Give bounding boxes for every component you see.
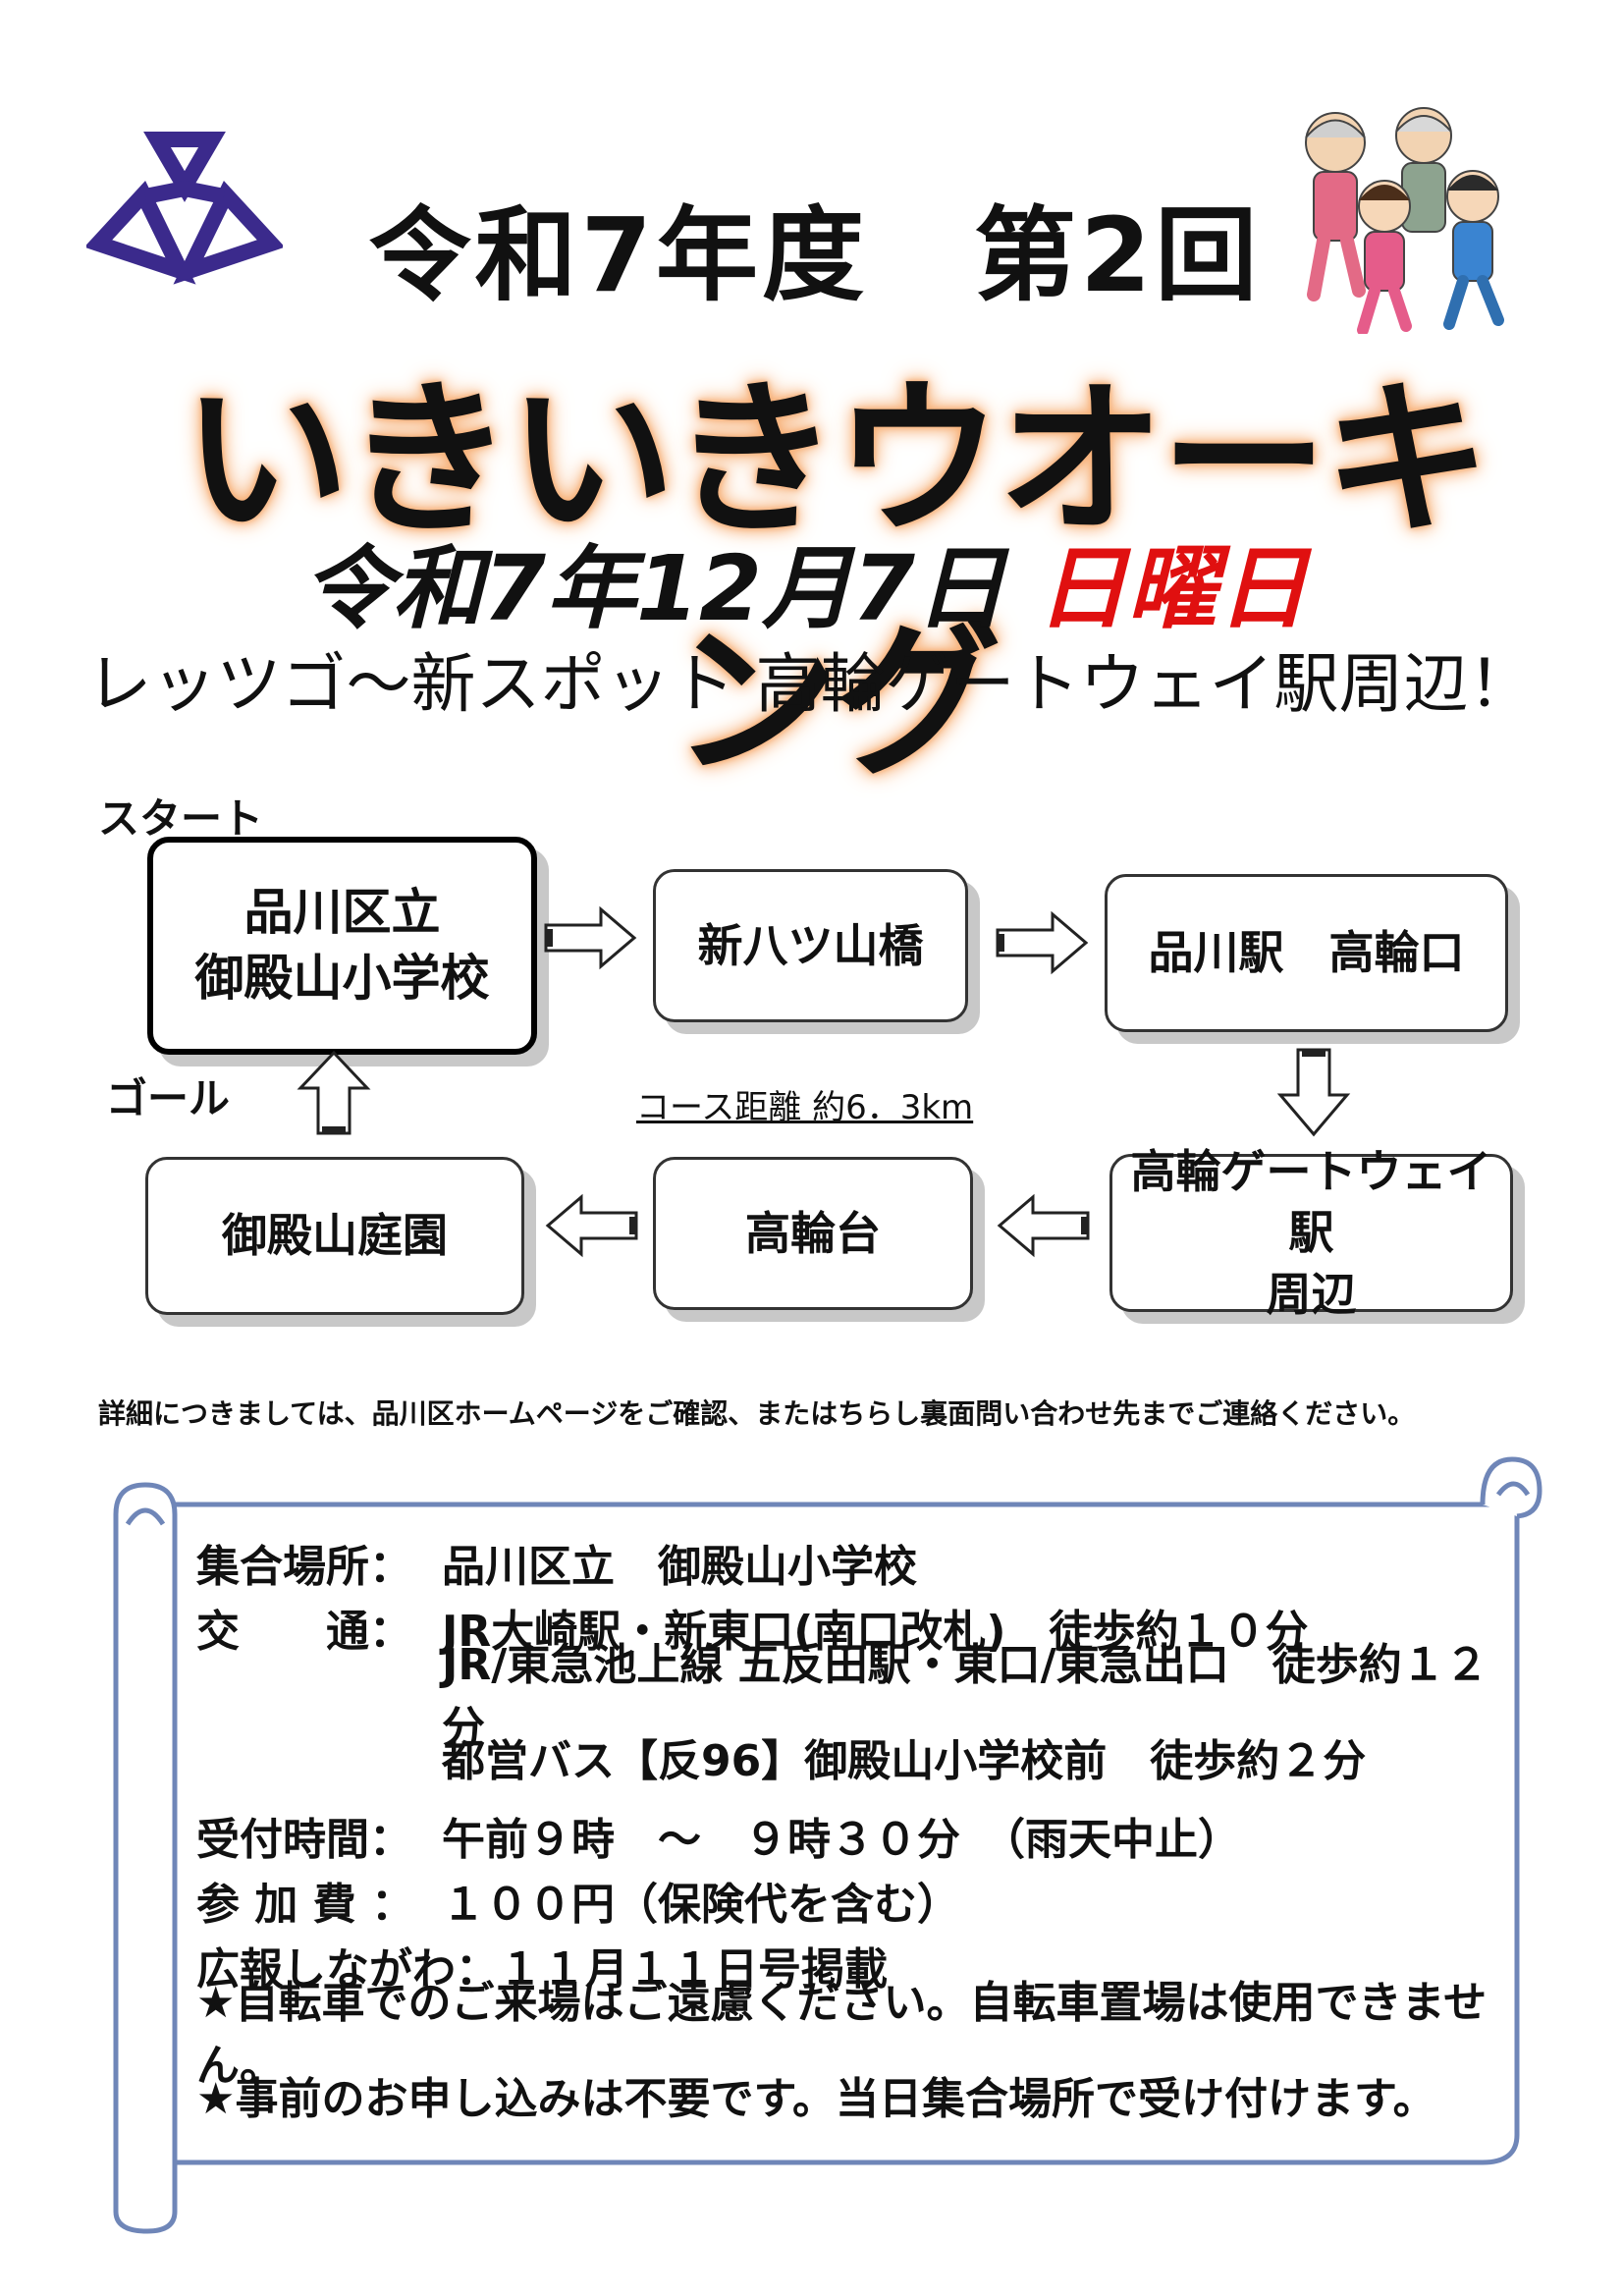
detail-notice: 詳細につきましては、品川区ホームページをご確認、またはちらし裏面問い合わせ先まで… — [98, 1397, 1416, 1430]
event-info: 集合場所： 品川区立 御殿山小学校 交 通： JR大崎駅・新東口(南口改札) 徒… — [196, 1530, 1512, 2127]
info-row-reception: 受付時間： 午前９時 ～ ９時３０分 （雨天中止） — [196, 1803, 1512, 1868]
event-title: いきいきウオーキング — [182, 363, 1490, 799]
start-label: スタート — [98, 794, 264, 843]
stop-shinagawa-station: 品川駅 高輪口 — [1105, 874, 1508, 1032]
info-row-meeting-place: 集合場所： 品川区立 御殿山小学校 — [196, 1530, 1512, 1595]
info-note: ★事前のお申し込みは不要です。当日集合場所で受け付けます。 — [196, 2074, 1436, 2124]
event-subtitle: レッツゴ～新スポット 高輪ゲートウェイ駅周辺！ — [86, 646, 1534, 722]
info-key: 交 通： — [196, 1607, 412, 1657]
date-text: 令和7年12月7日 — [301, 536, 1005, 641]
course-distance: コース距離 約6．3km — [636, 1088, 974, 1127]
arrow-left-icon — [545, 1193, 638, 1258]
arrow-left-icon — [997, 1193, 1090, 1258]
info-key: 集合場所： — [196, 1542, 412, 1592]
info-key: 受付時間： — [196, 1815, 412, 1865]
stop-start-goal: 品川区立 御殿山小学校 — [147, 837, 537, 1055]
stop-takanawa-gateway: 高輪ゲートウェイ駅 周辺 — [1109, 1145, 1513, 1321]
stop-line: 高輪台 — [745, 1206, 881, 1260]
info-row-access: 交 通： JR大崎駅・新東口(南口改札) 徒歩約１０分 — [196, 1595, 1512, 1660]
info-value: JR/東急池上線 五反田駅・東口/東急出口 徒歩約１２分 — [442, 1640, 1488, 1753]
info-row-access: JR/東急池上線 五反田駅・東口/東急出口 徒歩約１２分 — [196, 1640, 1512, 1753]
stop-line: 御殿山庭園 — [222, 1209, 448, 1263]
weekday-text: 日曜日 — [1037, 536, 1309, 641]
stop-line: 周辺 — [1266, 1267, 1357, 1321]
stop-line: 品川駅 高輪口 — [1148, 926, 1465, 980]
info-row-fee: 参 加 費 ： １００円（保険代を含む） — [196, 1868, 1512, 1933]
arrow-right-icon — [996, 910, 1089, 975]
info-note: ★自転車でのご来場はご遠慮ください。自転車置場は使用できません。 — [196, 1978, 1488, 2091]
info-pr-line: 広報しながわ：１１月１１日号掲載 — [196, 1944, 888, 1995]
info-value: 都営バス【反96】御殿山小学校前 徒歩約２分 — [442, 1736, 1367, 1786]
event-date: 令和7年12月7日 日曜日 — [265, 516, 1345, 646]
walking-people-illustration-icon — [1305, 107, 1504, 334]
stop-line: 高輪ゲートウェイ駅 — [1130, 1145, 1492, 1260]
scroll-frame — [113, 1456, 1542, 2234]
stop-line: 新八ツ山橋 — [697, 918, 924, 972]
shinagawa-emblem-icon — [86, 132, 283, 285]
arrow-down-icon — [1276, 1048, 1351, 1137]
edition-heading: 令和7年度 第2回 — [368, 195, 1262, 315]
stop-takanawadai: 高輪台 — [653, 1157, 973, 1310]
stop-shin-yatsuyama-bridge: 新八ツ山橋 — [653, 869, 968, 1022]
arrow-right-icon — [544, 905, 637, 970]
stop-line: 品川区立 — [243, 883, 441, 941]
stop-line: 御殿山小学校 — [194, 950, 490, 1007]
info-value: JR大崎駅・新東口(南口改札) 徒歩約１０分 — [442, 1607, 1309, 1657]
goal-label: ゴール — [106, 1074, 231, 1122]
arrow-up-icon — [297, 1050, 371, 1135]
info-row-access: 都営バス【反96】御殿山小学校前 徒歩約２分 — [196, 1724, 1512, 1789]
info-key: 参 加 費 ： — [196, 1880, 414, 1930]
stop-gotenyama-garden: 御殿山庭園 — [145, 1157, 524, 1315]
info-value: 午前９時 ～ ９時３０分 （雨天中止） — [442, 1815, 1241, 1865]
info-value: １００円（保険代を含む） — [442, 1880, 960, 1930]
info-value: 品川区立 御殿山小学校 — [442, 1542, 917, 1592]
